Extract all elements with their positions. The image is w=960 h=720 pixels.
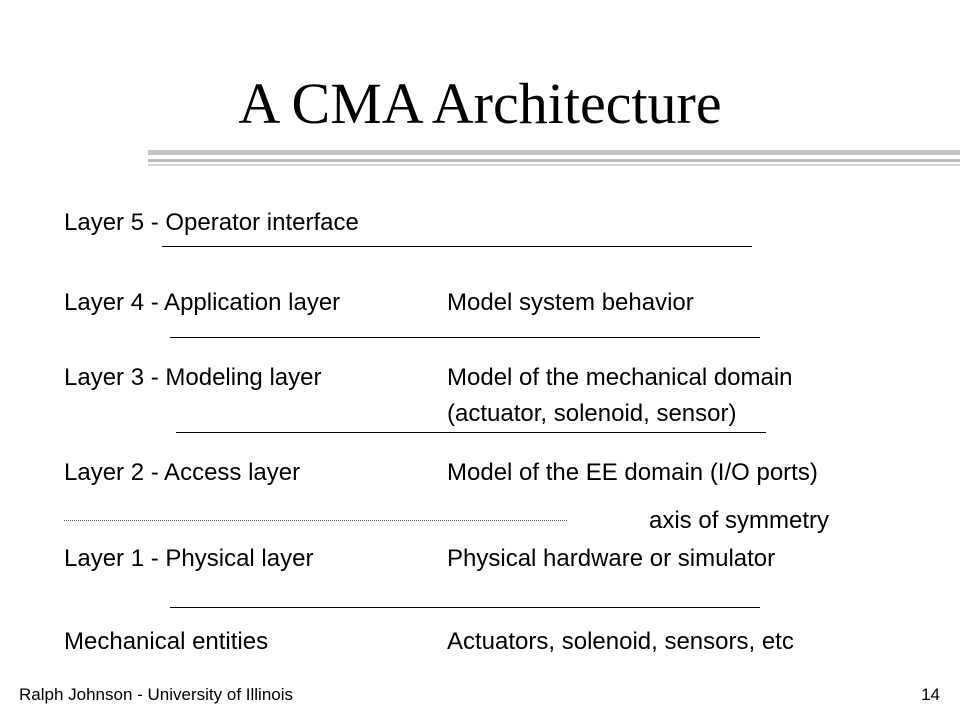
layer-3-description-detail: (actuator, solenoid, sensor) [447, 400, 737, 427]
mechanical-entities-description: Actuators, solenoid, sensors, etc [447, 628, 794, 655]
layer-3-label: Layer 3 - Modeling layer [64, 364, 322, 391]
layer-4-description: Model system behavior [447, 289, 694, 316]
page-title: A CMA Architecture [238, 71, 722, 136]
layer-separator-3-2 [176, 432, 766, 433]
layer-2-description: Model of the EE domain (I/O ports) [447, 459, 818, 486]
symmetry-axis-line [64, 520, 567, 521]
layer-5-label: Layer 5 - Operator interface [64, 209, 359, 236]
title-rule-top [148, 150, 960, 155]
footer-page-number: 14 [921, 685, 940, 704]
symmetry-axis-label: axis of symmetry [649, 507, 830, 534]
footer-author: Ralph Johnson - University of Illinois [19, 685, 294, 704]
layer-3-description: Model of the mechanical domain [447, 364, 793, 391]
layer-1-description: Physical hardware or simulator [447, 545, 776, 572]
layer-separator-1-entities [170, 607, 760, 608]
title-rule-middle [148, 159, 960, 162]
mechanical-entities-label: Mechanical entities [64, 628, 269, 655]
layer-2-label: Layer 2 - Access layer [64, 459, 301, 486]
layer-1-label: Layer 1 - Physical layer [64, 545, 314, 572]
layer-separator-4-3 [170, 337, 760, 338]
layer-4-label: Layer 4 - Application layer [64, 289, 341, 316]
layer-separator-5-4 [162, 246, 752, 247]
title-rule-bottom [148, 164, 960, 166]
